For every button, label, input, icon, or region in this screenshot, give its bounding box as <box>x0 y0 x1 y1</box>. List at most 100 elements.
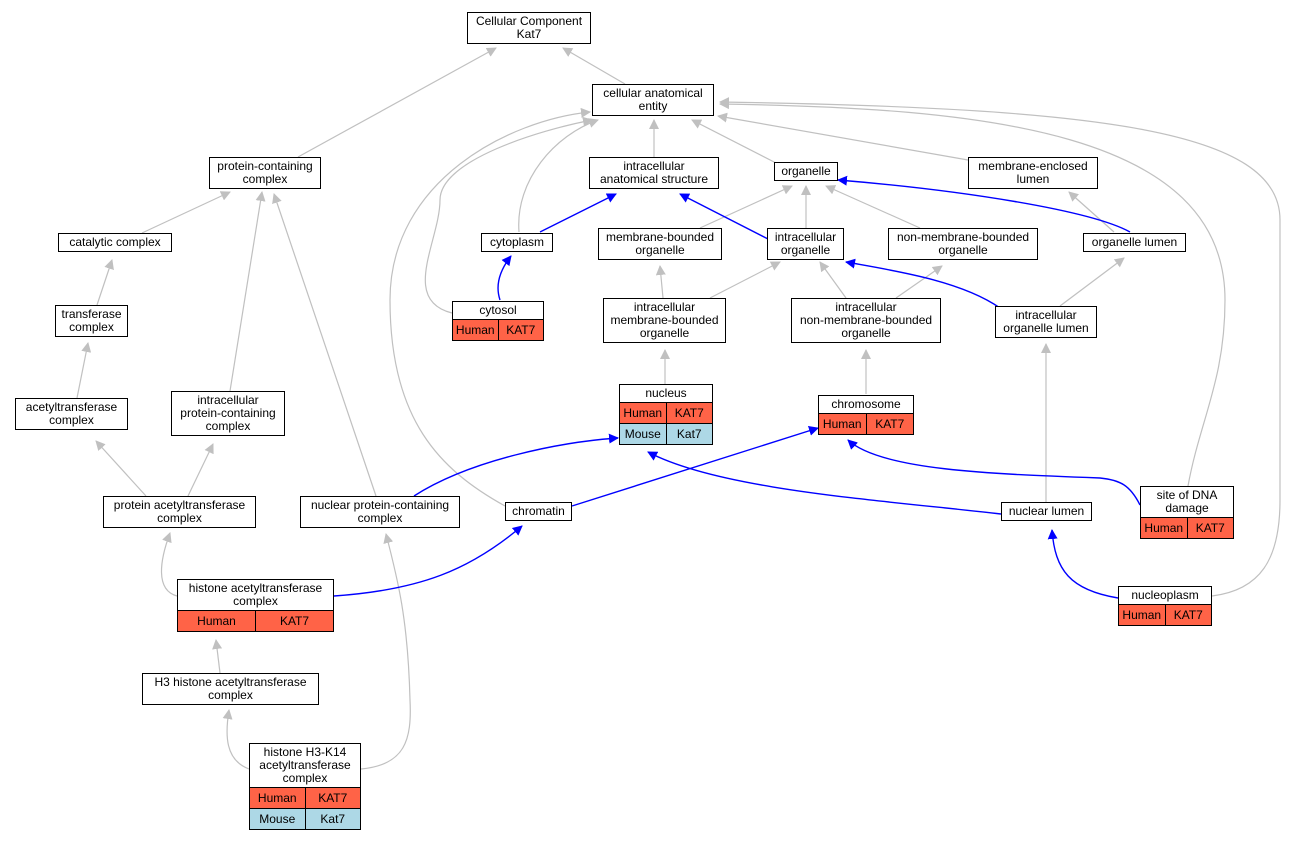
edge-chromatin-cae <box>389 107 591 507</box>
node-label: nuclear lumen <box>1008 504 1085 518</box>
node-label: intracellular protein-containing complex <box>180 393 276 433</box>
edge-cytoplasm-cae <box>518 118 599 233</box>
node-nuclear-lumen[interactable]: nuclear lumen <box>1001 502 1092 521</box>
node-label: protein acetyltransferase complex <box>113 498 246 525</box>
node-non-membrane-bounded-organelle[interactable]: non-membrane-bounded organelle <box>888 228 1038 260</box>
node-transferase-complex[interactable]: transferase complex <box>55 305 128 337</box>
node-label: intracellular non-membrane-bounded organ… <box>799 300 933 340</box>
edge-acetylcomplex-transcomplex <box>76 342 92 399</box>
edge-pac-ipcc <box>187 443 214 497</box>
gene-cell: KAT7 <box>1186 518 1233 538</box>
species-cell: Human <box>620 403 666 423</box>
edge-ipcc-pcc <box>229 191 266 392</box>
edge-hac-pac <box>160 532 178 597</box>
node-protein-containing-complex[interactable]: protein-containing complex <box>209 157 321 189</box>
edge-hac-partof-chromatin <box>333 525 523 597</box>
node-cytoplasm[interactable]: cytoplasm <box>481 233 553 252</box>
node-label: acetyltransferase complex <box>25 400 118 427</box>
species-cell: Human <box>819 414 866 434</box>
edge-organelle-cae <box>691 119 779 165</box>
node-label: organelle lumen <box>1091 235 1178 249</box>
node-label: H3 histone acetyltransferase complex <box>154 675 307 702</box>
node-label: nucleoplasm <box>1131 588 1199 602</box>
edge-imbo-io <box>709 261 781 299</box>
node-membrane-enclosed-lumen[interactable]: membrane-enclosed lumen <box>968 157 1098 189</box>
node-label: nucleus <box>645 386 687 400</box>
edge-io-partof-ias <box>679 193 771 241</box>
node-label: membrane-enclosed lumen <box>978 159 1088 186</box>
node-label: intracellular membrane-bounded organelle <box>610 300 719 340</box>
node-intracellular-organelle[interactable]: intracellular organelle <box>767 228 844 260</box>
node-chromatin[interactable]: chromatin <box>505 502 572 521</box>
edge-iol-partof-io <box>845 258 1001 309</box>
edge-cae-root <box>562 47 626 85</box>
node-h3-histone-acetyltransferase-complex[interactable]: H3 histone acetyltransferase complex <box>142 673 319 705</box>
edge-nmbo-organelle <box>825 185 921 229</box>
node-intracellular-membrane-bounded-organelle[interactable]: intracellular membrane-bounded organelle <box>603 298 726 343</box>
node-label: transferase complex <box>61 307 122 334</box>
node-acetyltransferase-complex[interactable]: acetyltransferase complex <box>15 398 128 430</box>
node-catalytic-complex[interactable]: catalytic complex <box>58 233 172 252</box>
edge-npcc-pcc <box>272 193 377 497</box>
edge-sdd-partof-chromosome <box>847 439 1141 506</box>
edge-imbo-mbo <box>655 265 666 299</box>
gene-cell: Kat7 <box>304 809 360 829</box>
species-cell: Mouse <box>250 809 305 829</box>
node-organelle-lumen[interactable]: organelle lumen <box>1083 233 1186 252</box>
edge-cytosol-cae <box>424 116 593 314</box>
edge-nuclumen-partof-nucleus <box>647 451 1002 515</box>
node-label: histone H3-K14 acetyltransferase complex <box>259 745 351 785</box>
gene-cell: KAT7 <box>255 611 333 631</box>
node-protein-acetyltransferase-complex[interactable]: protein acetyltransferase complex <box>103 496 256 528</box>
gene-cell: KAT7 <box>497 320 543 340</box>
edge-cytoplasm-partof-ias <box>539 193 617 233</box>
node-histone-h3-k14-acetyltransferase-complex[interactable]: histone H3-K14 acetyltransferase complex… <box>249 743 361 830</box>
node-label: organelle <box>781 164 831 178</box>
node-label: histone acetyltransferase complex <box>188 581 323 608</box>
node-organelle[interactable]: organelle <box>774 162 838 181</box>
node-nuclear-protein-containing-complex[interactable]: nuclear protein-containing complex <box>300 496 460 528</box>
edge-sdd-cae <box>719 99 1226 487</box>
edge-ol-partof-organelle <box>837 175 1131 233</box>
species-cell: Human <box>1141 518 1187 538</box>
node-label: chromosome <box>831 397 901 411</box>
node-label: intracellular organelle lumen <box>1003 308 1089 335</box>
species-cell: Human <box>250 788 305 808</box>
edge-inmbo-io <box>819 261 847 299</box>
node-label: cytosol <box>479 303 517 317</box>
node-intracellular-organelle-lumen[interactable]: intracellular organelle lumen <box>995 306 1097 338</box>
edge-iol-ol <box>1059 257 1125 307</box>
edge-h3hac-hac <box>212 639 223 674</box>
edge-nucleoplasm-cae <box>719 97 1281 597</box>
node-label: protein-containing complex <box>217 159 313 186</box>
node-cellular-anatomical-entity[interactable]: cellular anatomical entity <box>592 84 714 116</box>
node-label: Cellular Component Kat7 <box>475 14 583 41</box>
node-intracellular-anatomical-structure[interactable]: intracellular anatomical structure <box>589 157 719 189</box>
species-cell: Human <box>1119 605 1165 625</box>
edge-catcomplex-pcc <box>141 191 231 234</box>
species-cell: Human <box>178 611 255 631</box>
node-membrane-bounded-organelle[interactable]: membrane-bounded organelle <box>598 228 722 260</box>
node-label: cytoplasm <box>489 235 545 249</box>
node-intracellular-non-membrane-bounded-organelle[interactable]: intracellular non-membrane-bounded organ… <box>791 298 941 343</box>
edge-mel-cae <box>717 112 969 161</box>
node-intracellular-protein-containing-complex[interactable]: intracellular protein-containing complex <box>171 391 285 436</box>
node-cellular-component-root[interactable]: Cellular Component Kat7 <box>467 12 591 44</box>
edge-transcomplex-catcomplex <box>96 259 114 306</box>
